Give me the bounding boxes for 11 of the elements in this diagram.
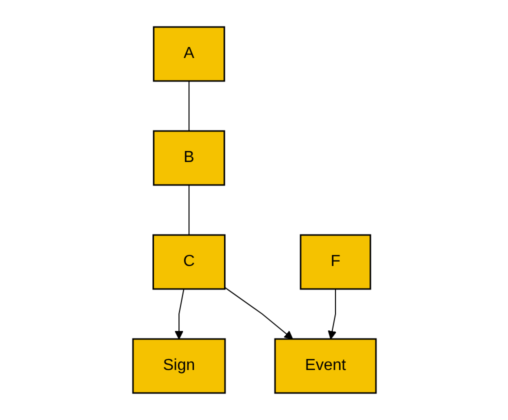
arrow (174, 288, 184, 340)
connector (188, 80, 190, 132)
arrow (224, 286, 293, 340)
node-box: Sign (132, 338, 226, 394)
node-box: A (152, 26, 225, 82)
node-box: C (152, 234, 226, 290)
node-box: F (299, 234, 371, 290)
arrow (327, 288, 336, 340)
connector (188, 184, 190, 236)
node-box: B (152, 130, 225, 186)
node-box: Event (274, 338, 376, 394)
